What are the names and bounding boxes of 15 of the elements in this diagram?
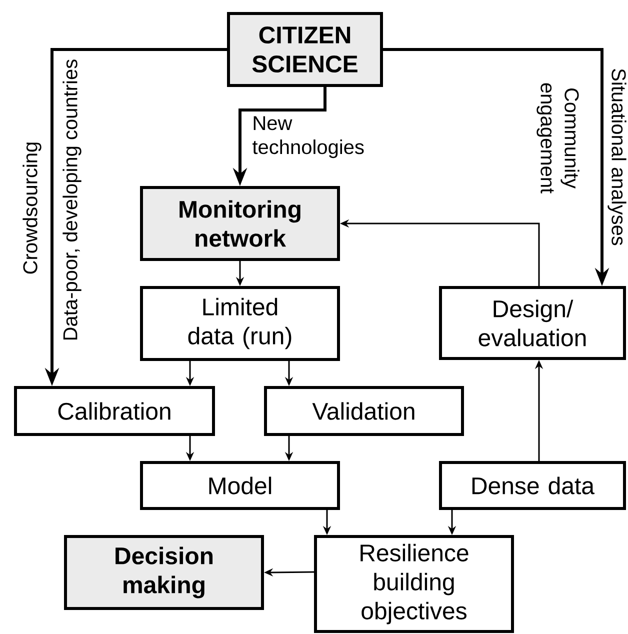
process-box: Monitoring network <box>140 186 340 261</box>
edge-label: Crowdsourcing <box>20 139 44 277</box>
process-box: Resilience building objectives <box>314 535 514 633</box>
process-box: Design/ evaluation <box>439 286 626 360</box>
edge-label: New technologies <box>250 114 364 160</box>
edge-label: Situational analyses <box>606 66 628 248</box>
process-box: Dense data <box>439 461 626 510</box>
process-box: Limited data (run) <box>140 286 340 361</box>
process-box: Model <box>140 461 340 510</box>
process-box: Validation <box>264 386 464 436</box>
process-box: Decision making <box>64 535 264 610</box>
process-box: Calibration <box>14 386 215 436</box>
annotation-text: Community engagement <box>536 83 580 194</box>
annotation-text: Data-poor, developing countries <box>62 60 82 340</box>
process-box: CITIZEN SCIENCE <box>227 12 383 87</box>
